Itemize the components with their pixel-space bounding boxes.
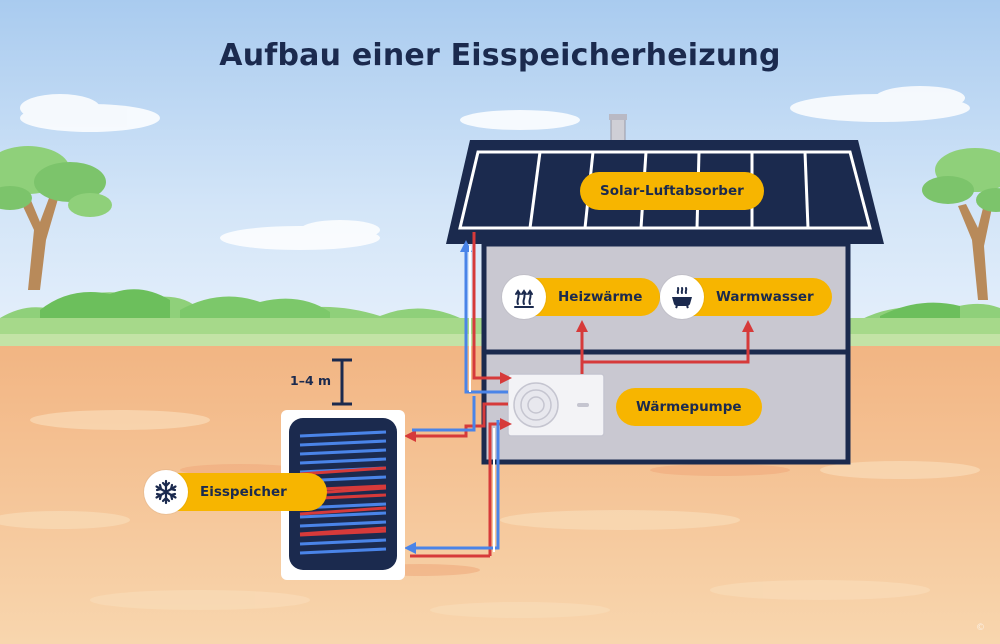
- label-heating-text: Heizwärme: [558, 289, 643, 305]
- tree-left: [0, 146, 112, 290]
- coil-segment: [299, 547, 387, 555]
- label-solar-absorber: Solar-Luftabsorber: [580, 172, 764, 210]
- label-hot-water-text: Warmwasser: [716, 289, 814, 305]
- coil-segment-hot: [299, 466, 387, 476]
- label-ice-storage: Eisspeicher: [144, 470, 327, 514]
- pipes-heating: [576, 320, 754, 374]
- depth-marker: [332, 358, 352, 406]
- coil-segment: [299, 430, 387, 438]
- coil-segment: [299, 511, 387, 519]
- snowflake-icon: [144, 470, 188, 514]
- label-heat-pump: Wärmepumpe: [616, 388, 762, 426]
- svg-text:©: ©: [976, 623, 985, 633]
- ground-texture: [0, 410, 980, 618]
- ice-storage-tank: [281, 410, 405, 580]
- coil-segment: [299, 538, 387, 546]
- coil-segment: [299, 457, 387, 465]
- label-ice-storage-text: Eisspeicher: [200, 484, 287, 500]
- coil-segment-hot: [299, 506, 387, 516]
- tree-right: [922, 148, 1000, 300]
- coil-segment-hot: [299, 526, 387, 536]
- label-solar-absorber-text: Solar-Luftabsorber: [600, 183, 744, 199]
- label-heat-pump-text: Wärmepumpe: [636, 399, 742, 415]
- coil-segment: [299, 448, 387, 456]
- pipes-roof: [460, 232, 512, 394]
- chimney: [609, 114, 627, 145]
- heat-waves-icon: [502, 275, 546, 319]
- label-heating: Heizwärme: [502, 275, 661, 319]
- label-hot-water: Warmwasser: [660, 275, 832, 319]
- clouds: [20, 86, 970, 250]
- pipes-ice: [404, 396, 512, 558]
- depth-label: 1–4 m: [290, 373, 332, 388]
- page-title: Aufbau einer Eisspeicherheizung: [219, 38, 781, 73]
- bathtub-icon: [660, 275, 704, 319]
- coil-segment: [299, 520, 387, 528]
- coil-segment: [299, 439, 387, 447]
- heat-pump-unit: [507, 373, 605, 437]
